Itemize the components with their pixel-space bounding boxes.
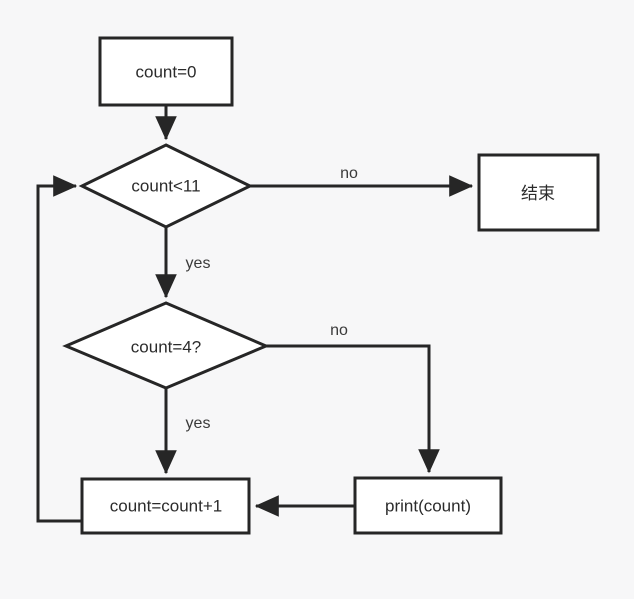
- edge-increment-to-cond1: [36, 175, 82, 523]
- node-cond2-label: count=4?: [131, 337, 201, 356]
- edge-label-no-cond2: no: [330, 322, 348, 339]
- node-cond1-label: count<11: [131, 176, 200, 195]
- node-end-shape[interactable]: [477, 153, 600, 232]
- edge-cond2-to-print: no: [266, 322, 440, 474]
- edge-label-yes-cond2: yes: [186, 415, 211, 432]
- node-increment-label: count=count+1: [110, 496, 222, 515]
- node-cond2[interactable]: count=4?: [62, 301, 270, 390]
- edge-cond1-to-end: no: [250, 165, 474, 197]
- node-init[interactable]: count=0: [98, 36, 234, 107]
- node-cond2-shape[interactable]: [62, 301, 270, 390]
- node-print-label: print(count): [385, 496, 471, 515]
- node-end-label: 结束: [521, 184, 555, 204]
- edge-label-yes-cond1: yes: [186, 255, 211, 272]
- node-print-shape[interactable]: [353, 476, 503, 535]
- node-increment-shape[interactable]: [80, 477, 251, 535]
- node-cond1-shape[interactable]: [78, 143, 254, 229]
- node-init-shape[interactable]: [98, 36, 234, 107]
- edge-cond2-to-increment: yes: [155, 388, 211, 475]
- node-print[interactable]: print(count): [353, 476, 503, 535]
- edge-cond1-to-cond2: yes: [155, 227, 211, 299]
- node-init-label: count=0: [136, 62, 197, 81]
- node-cond1[interactable]: count<11: [78, 143, 254, 229]
- node-increment[interactable]: count=count+1: [80, 477, 251, 535]
- edge-label-no-cond1: no: [340, 165, 358, 182]
- node-end[interactable]: 结束: [477, 153, 600, 232]
